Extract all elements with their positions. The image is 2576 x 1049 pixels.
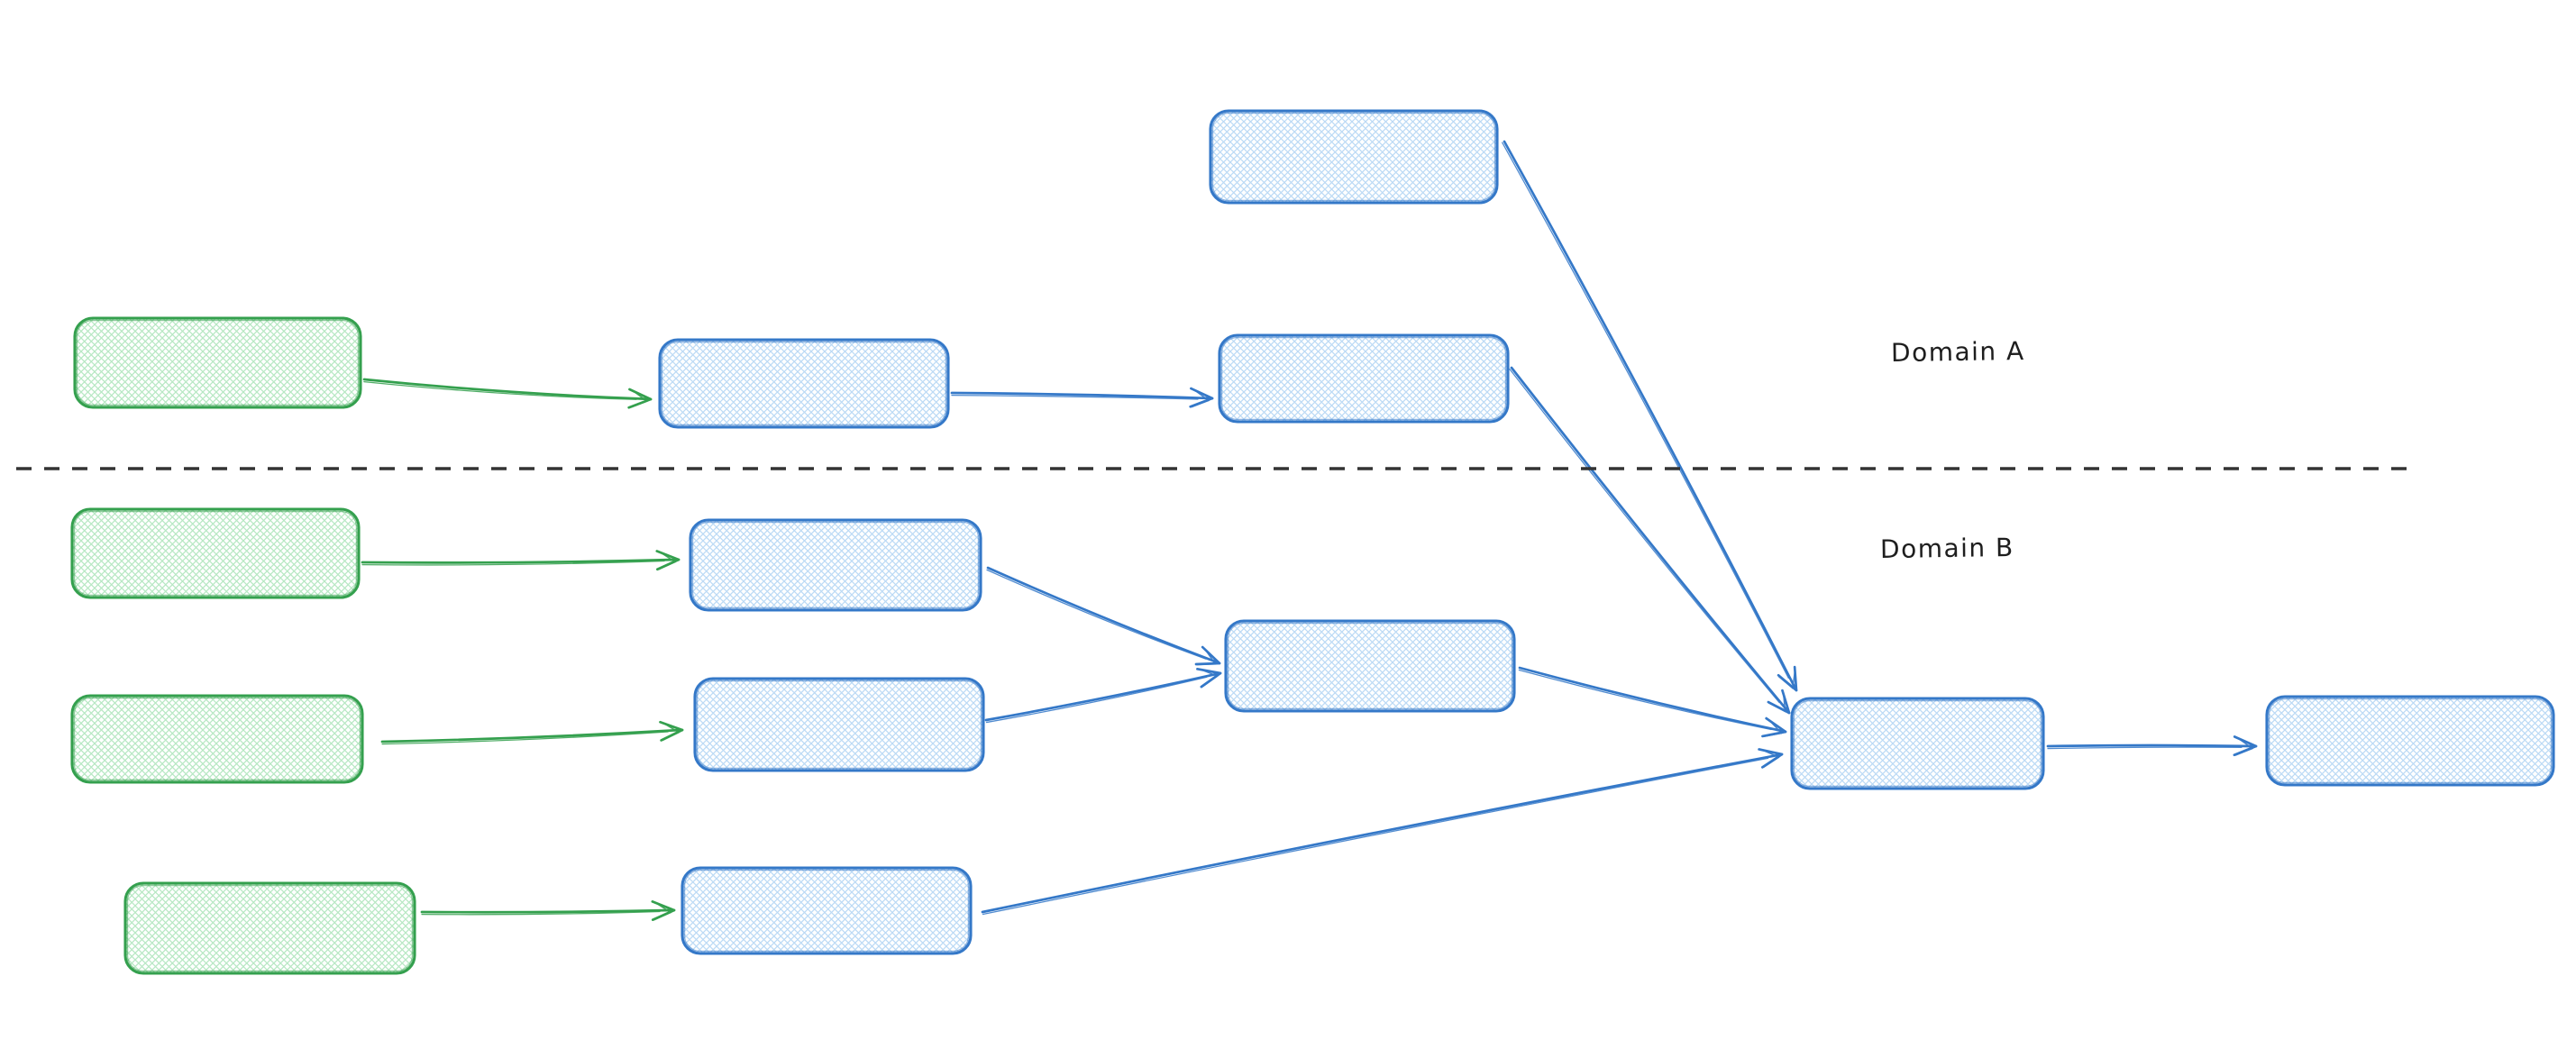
node-green-b3 bbox=[123, 881, 416, 975]
node-green-b2 bbox=[70, 694, 364, 784]
node-green-a bbox=[73, 316, 362, 409]
edge-green-a-to-blue-a1 bbox=[362, 378, 653, 409]
node-blue-b1 bbox=[689, 518, 982, 612]
node-blue-b2 bbox=[693, 677, 985, 772]
edge-blue-a2-to-blue-hub bbox=[1509, 366, 1791, 715]
domain-b-label: Domain B bbox=[1879, 532, 2014, 565]
nodes-layer bbox=[70, 109, 2555, 975]
node-green-b1 bbox=[70, 507, 361, 599]
edges-layer bbox=[361, 140, 2258, 921]
edge-blue-top-to-blue-hub bbox=[1502, 140, 1798, 692]
node-blue-top bbox=[1209, 109, 1499, 205]
edge-green-b1-to-blue-b1 bbox=[361, 550, 681, 571]
edge-blue-a1-to-blue-a2 bbox=[950, 387, 1214, 408]
node-blue-a1 bbox=[658, 338, 950, 429]
edge-blue-hub-to-blue-final bbox=[2046, 735, 2258, 757]
node-blue-b-mid bbox=[1224, 619, 1516, 713]
edge-blue-b1-to-blue-b-mid bbox=[986, 566, 1221, 666]
edge-blue-b2-to-blue-b-mid bbox=[984, 667, 1222, 724]
node-blue-a2 bbox=[1218, 333, 1510, 424]
node-blue-hub bbox=[1790, 697, 2045, 790]
domain-a-label: Domain A bbox=[1890, 335, 2025, 369]
node-blue-b3 bbox=[681, 866, 973, 955]
edge-green-b3-to-blue-b3 bbox=[420, 900, 676, 921]
node-blue-final bbox=[2265, 695, 2555, 787]
edge-blue-b3-to-blue-hub bbox=[981, 748, 1784, 916]
edge-blue-b-mid-to-blue-hub bbox=[1518, 666, 1787, 738]
edge-green-b2-to-blue-b2 bbox=[380, 720, 684, 745]
